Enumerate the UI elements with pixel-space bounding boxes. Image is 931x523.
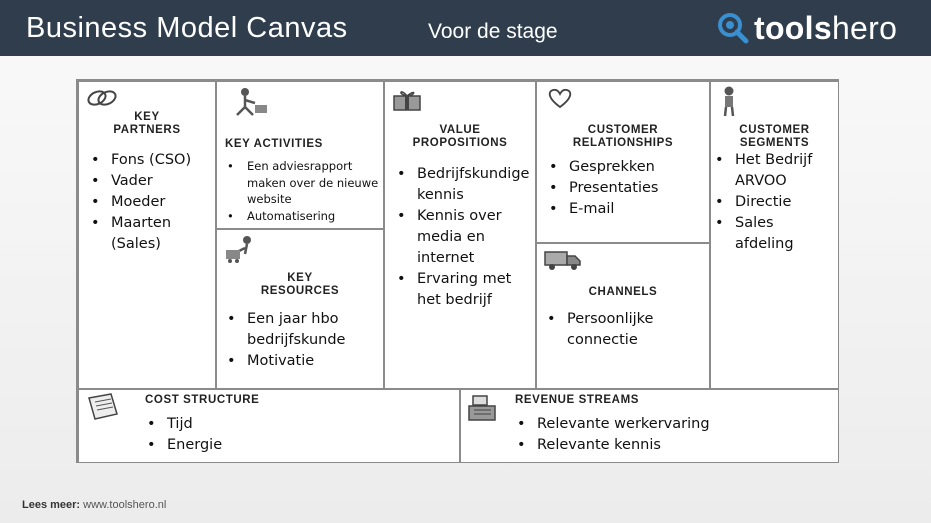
value-propositions-title: VALUE PROPOSITIONS — [385, 124, 535, 150]
channels-list: Persoonlijke connectie — [543, 309, 673, 351]
list-item: Tijd — [143, 414, 343, 435]
cost-structure-title: COST STRUCTURE — [145, 394, 260, 406]
channels-block: CHANNELS Persoonlijke connectie — [536, 243, 710, 389]
page-subtitle: Voor de stage — [428, 20, 558, 43]
list-item: Relevante werkervaring — [513, 414, 813, 435]
list-item: E-mail — [545, 199, 705, 220]
toolshero-logo[interactable]: toolshero — [716, 10, 897, 46]
list-item: Motivatie — [223, 351, 373, 372]
value-propositions-title-line2: PROPOSITIONS — [412, 137, 508, 149]
key-resources-title-line2: RESOURCES — [260, 285, 340, 297]
list-item: Het Bedrijf ARVOO — [711, 150, 817, 192]
customer-relationships-title-line2: RELATIONSHIPS — [572, 137, 674, 149]
key-partners-title-line1: KEY — [134, 111, 160, 123]
list-item: Fons (CSO) — [87, 150, 211, 171]
chain-link-icon — [87, 90, 117, 106]
key-resources-list: Een jaar hbo bedrijfskunde Motivatie — [223, 309, 373, 372]
list-item: Persoonlijke connectie — [543, 309, 673, 351]
customer-relationships-block: CUSTOMER RELATIONSHIPS Gesprekken Presen… — [536, 81, 710, 243]
page-title: Business Model Canvas — [26, 12, 348, 44]
list-item: Energie — [143, 435, 343, 456]
gift-box-icon — [393, 91, 421, 111]
value-propositions-list: Bedrijfskundige kennis Kennis over media… — [393, 164, 531, 311]
list-item: Een jaar hbo bedrijfskunde — [223, 309, 373, 351]
heart-icon — [548, 88, 572, 109]
cost-structure-block: COST STRUCTURE Tijd Energie — [78, 389, 460, 463]
list-item: Moeder — [87, 192, 211, 213]
key-activities-title: KEY ACTIVITIES — [225, 138, 323, 150]
worker-icon — [236, 88, 267, 116]
resources-cart-icon — [226, 236, 251, 263]
list-item: Sales afdeling — [711, 213, 807, 255]
key-resources-title-line1: KEY — [287, 272, 313, 284]
key-partners-list: Fons (CSO) Vader Moeder Maarten (Sales) — [87, 150, 211, 255]
logo-wordmark: toolshero — [754, 10, 897, 47]
footer-label: Lees meer: — [22, 499, 81, 511]
customer-relationships-list: Gesprekken Presentaties E-mail — [545, 157, 705, 220]
value-propositions-block: VALUE PROPOSITIONS Bedrijfskundige kenni… — [384, 81, 536, 389]
cost-structure-list: Tijd Energie — [143, 414, 343, 456]
key-partners-block: KEY PARTNERS Fons (CSO) Vader Moeder Maa… — [78, 81, 216, 389]
footer-link[interactable]: www.toolshero.nl — [83, 499, 167, 511]
list-item: Presentaties — [545, 178, 705, 199]
key-resources-block: KEY RESOURCES Een jaar hbo bedrijfskunde… — [216, 229, 384, 389]
key-partners-title-line2: PARTNERS — [113, 124, 181, 136]
revenue-streams-title: REVENUE STREAMS — [515, 394, 640, 406]
list-item: Kennis over media en internet — [393, 206, 507, 269]
list-item: Directie — [711, 192, 829, 213]
key-partners-title: KEY PARTNERS — [79, 111, 215, 137]
list-item: Maarten (Sales) — [87, 213, 183, 255]
list-item: Automatisering — [223, 208, 381, 225]
logo-bold: tools — [754, 9, 832, 46]
key-resources-title: KEY RESOURCES — [217, 272, 383, 298]
list-item: Een adviesrapport maken over de nieuwe w… — [223, 158, 381, 208]
customer-segments-title-line2: SEGMENTS — [739, 137, 810, 149]
list-item: Bedrijfskundige kennis — [393, 164, 531, 206]
header-bar: Business Model Canvas Voor de stage tool… — [0, 0, 931, 56]
revenue-streams-block: REVENUE STREAMS Relevante werkervaring R… — [460, 389, 839, 463]
cash-register-icon — [468, 395, 496, 421]
customer-relationships-title: CUSTOMER RELATIONSHIPS — [537, 124, 709, 150]
logo-light: hero — [831, 9, 898, 46]
key-activities-list: Een adviesrapport maken over de nieuwe w… — [223, 158, 381, 224]
value-propositions-title-line1: VALUE — [439, 124, 481, 136]
magnifier-gear-icon — [718, 13, 749, 44]
customer-segments-list: Het Bedrijf ARVOO Directie Sales afdelin… — [711, 150, 829, 255]
customer-segments-title: CUSTOMER SEGMENTS — [711, 124, 838, 150]
delivery-truck-icon — [544, 251, 581, 270]
footer: Lees meer: www.toolshero.nl — [22, 499, 166, 511]
list-item: Ervaring met het bedrijf — [393, 269, 531, 311]
customer-segments-title-line1: CUSTOMER — [739, 124, 810, 136]
list-item: Relevante kennis — [513, 435, 813, 456]
list-item: Vader — [87, 171, 211, 192]
customer-segments-block: CUSTOMER SEGMENTS Het Bedrijf ARVOO Dire… — [710, 81, 839, 389]
channels-title: CHANNELS — [588, 286, 658, 298]
key-activities-block: KEY ACTIVITIES Een adviesrapport maken o… — [216, 81, 384, 229]
customer-relationships-title-line1: CUSTOMER — [587, 124, 659, 136]
person-icon — [723, 86, 735, 117]
receipt-icon — [88, 393, 118, 420]
business-model-canvas: KEY PARTNERS Fons (CSO) Vader Moeder Maa… — [76, 79, 839, 463]
list-item: Gesprekken — [545, 157, 705, 178]
revenue-streams-list: Relevante werkervaring Relevante kennis — [513, 414, 813, 456]
